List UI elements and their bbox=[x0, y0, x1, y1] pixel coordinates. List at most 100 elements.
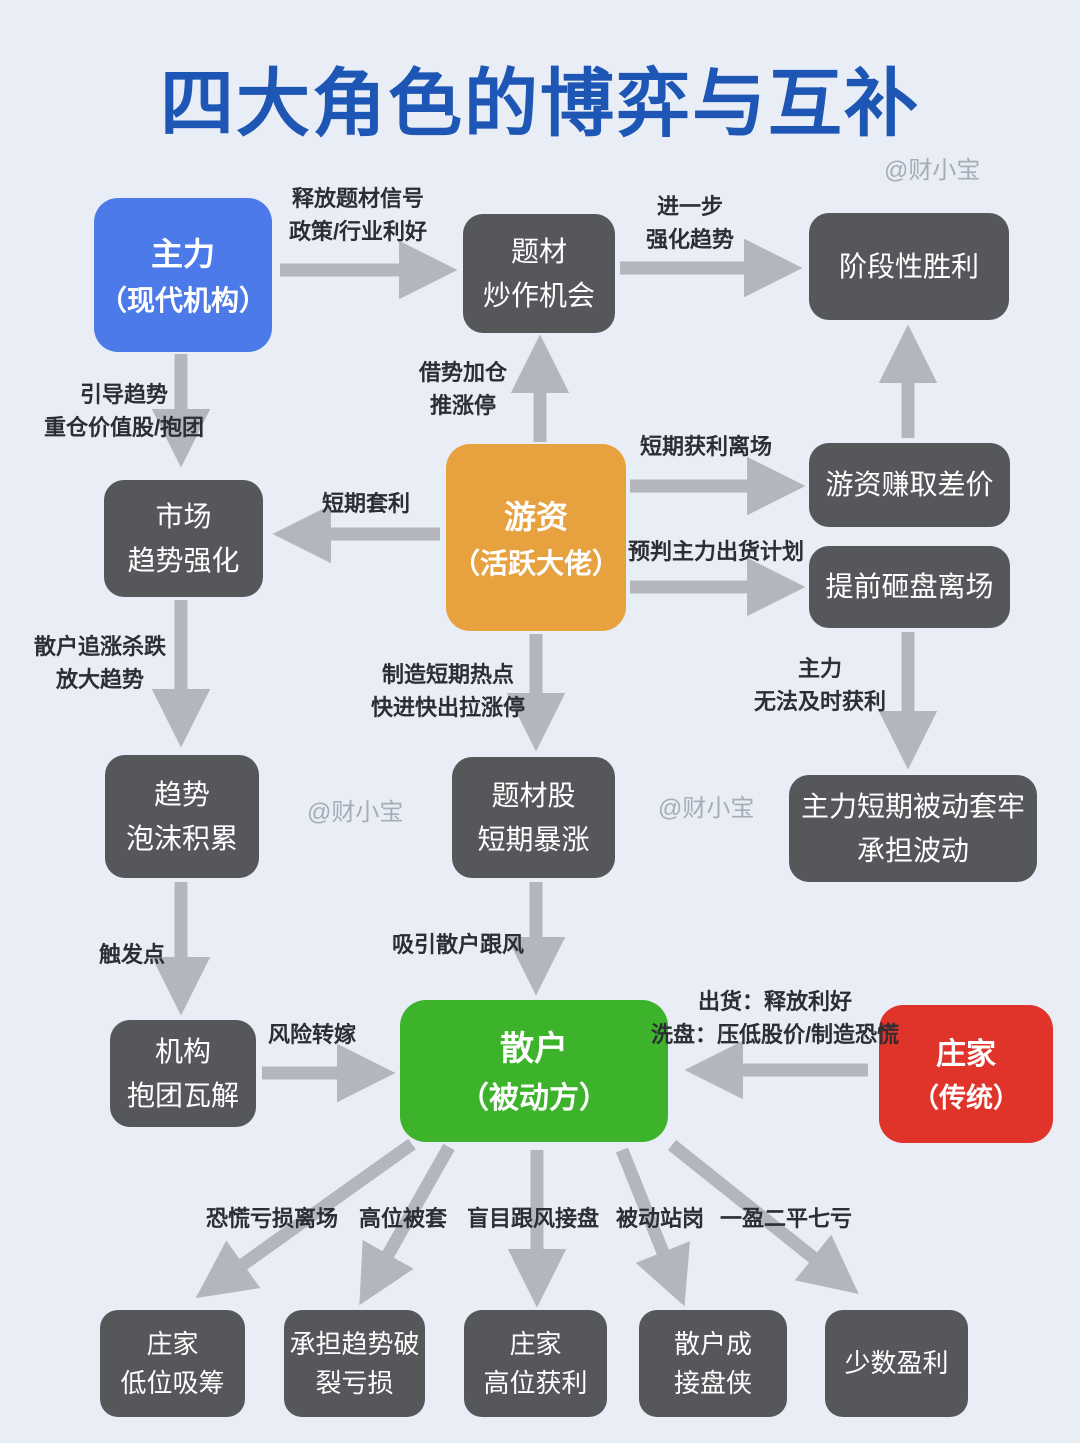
node-main-force-line2: （现代机构） bbox=[98, 285, 267, 317]
node-retail-bagholder-line2: 接盘侠 bbox=[673, 1367, 752, 1398]
node-banker: 庄家 （传统） bbox=[879, 1005, 1053, 1143]
edge-label-panic-exit: 恐慌亏损离场 bbox=[206, 1202, 338, 1235]
node-theme-opportunity-line2: 炒作机会 bbox=[482, 279, 595, 311]
edge-label-attract-retail: 吸引散户跟风 bbox=[392, 928, 524, 961]
node-bear-trend-loss: 承担趋势破 裂亏损 bbox=[284, 1310, 425, 1417]
edge-label-release-signal-line1: 释放题材信号 bbox=[291, 186, 424, 211]
node-market-trend-line1: 市场 bbox=[155, 501, 212, 533]
watermark-middle-left: @财小宝 bbox=[307, 799, 404, 826]
edge-label-trigger-point: 触发点 bbox=[99, 938, 165, 971]
edge-label-predict-main-exit-line1: 预判主力出货计划 bbox=[627, 539, 805, 564]
edge-label-risk-transfer: 风险转嫁 bbox=[268, 1018, 356, 1051]
edge-label-retail-chase-line2: 放大趋势 bbox=[55, 667, 145, 692]
arrow-retail-to-trend-loss bbox=[359, 1143, 455, 1306]
edge-label-leverage-add-line1: 借势加仓 bbox=[418, 360, 508, 385]
node-main-force: 主力 （现代机构） bbox=[94, 198, 272, 352]
edge-label-leverage-add-line2: 推涨停 bbox=[429, 393, 497, 418]
node-banker-low-absorb-line1: 庄家 bbox=[146, 1328, 199, 1359]
edge-label-guide-trend-line1: 引导趋势 bbox=[79, 382, 168, 407]
node-hot-money-line2: （活跃大佬） bbox=[451, 547, 620, 579]
edge-label-create-hotspot-line2: 快进快出拉涨停 bbox=[370, 695, 526, 720]
node-smash-exit-line1: 提前砸盘离场 bbox=[825, 571, 994, 603]
node-main-force-trapped-line2: 承担波动 bbox=[856, 834, 969, 866]
node-trend-bubble: 趋势 泡沫积累 bbox=[105, 755, 259, 878]
node-institution-collapse-line2: 抱团瓦解 bbox=[126, 1079, 239, 1111]
node-hot-money-profit-line1: 游资赚取差价 bbox=[825, 469, 994, 501]
edge-label-short-arbitrage-line1: 短期套利 bbox=[321, 491, 411, 516]
node-banker-high-profit-line1: 庄家 bbox=[509, 1328, 562, 1359]
edge-label-further-strengthen: 进一步 强化趋势 bbox=[646, 190, 734, 256]
edge-label-risk-transfer-line1: 风险转嫁 bbox=[267, 1022, 357, 1047]
node-banker-line1: 庄家 bbox=[936, 1037, 996, 1071]
node-bear-trend-loss-line1: 承担趋势破 bbox=[289, 1328, 420, 1359]
node-theme-stock-surge-line1: 题材股 bbox=[491, 780, 576, 812]
node-banker-line2: （传统） bbox=[912, 1083, 1020, 1114]
arrow-retail-to-bagholder bbox=[615, 1147, 690, 1307]
arrow-retail-to-low-absorb bbox=[195, 1138, 416, 1299]
node-main-force-trapped: 主力短期被动套牢 承担波动 bbox=[789, 775, 1037, 882]
edge-label-short-profit-exit-line1: 短期获利离场 bbox=[639, 434, 773, 459]
node-market-trend-line2: 趋势强化 bbox=[127, 544, 240, 576]
edge-label-further-strengthen-line1: 进一步 bbox=[656, 194, 724, 219]
edge-label-leverage-add: 借势加仓 推涨停 bbox=[419, 356, 507, 422]
edge-label-one-win-line1: 一盈二平七亏 bbox=[719, 1206, 853, 1231]
edge-label-retail-chase: 散户追涨杀跌 放大趋势 bbox=[34, 630, 166, 696]
node-theme-stock-surge: 题材股 短期暴涨 bbox=[452, 757, 615, 878]
edge-label-attract-retail-line1: 吸引散户跟风 bbox=[391, 932, 525, 957]
edge-label-further-strengthen-line2: 强化趋势 bbox=[645, 227, 735, 252]
edge-label-create-hotspot-line1: 制造短期热点 bbox=[381, 662, 515, 687]
node-retail: 散户 （被动方） bbox=[400, 1000, 668, 1142]
watermark-top: @财小宝 bbox=[884, 157, 981, 184]
edge-label-trapped-high-line1: 高位被套 bbox=[358, 1206, 448, 1231]
page-title: 四大角色的博弈与互补 bbox=[160, 62, 920, 145]
edge-label-guide-trend: 引导趋势 重仓价值股/抱团 bbox=[44, 378, 204, 444]
node-stage-victory: 阶段性胜利 bbox=[809, 213, 1009, 320]
node-theme-opportunity-line1: 题材 bbox=[510, 236, 567, 268]
node-hot-money-line1: 游资 bbox=[503, 498, 568, 535]
edge-label-banker-tactics-line1: 出货：释放利好 bbox=[697, 989, 852, 1014]
edge-label-short-arbitrage: 短期套利 bbox=[322, 487, 410, 520]
node-banker-high-profit-line2: 高位获利 bbox=[483, 1367, 588, 1398]
edge-label-guide-trend-line2: 重仓价值股/抱团 bbox=[43, 415, 205, 440]
node-retail-line2: （被动方） bbox=[459, 1082, 609, 1116]
node-retail-bagholder-line1: 散户成 bbox=[673, 1328, 752, 1359]
node-banker-low-absorb-line2: 低位吸筹 bbox=[120, 1367, 225, 1398]
edge-label-main-cannot-profit-line2: 无法及时获利 bbox=[753, 689, 887, 714]
node-retail-line1: 散户 bbox=[500, 1030, 568, 1069]
edge-label-trigger-point-line1: 触发点 bbox=[98, 942, 166, 967]
edge-label-panic-exit-line1: 恐慌亏损离场 bbox=[205, 1206, 339, 1231]
node-trend-bubble-line2: 泡沫积累 bbox=[125, 822, 238, 854]
edge-label-passive-guard: 被动站岗 bbox=[616, 1202, 704, 1235]
edge-label-banker-tactics: 出货：释放利好 洗盘：压低股价/制造恐慌 bbox=[651, 985, 899, 1051]
node-main-force-line1: 主力 bbox=[150, 236, 215, 273]
node-few-profit-line1: 少数盈利 bbox=[844, 1348, 949, 1378]
node-theme-stock-surge-line2: 短期暴涨 bbox=[477, 823, 590, 855]
node-hot-money-profit: 游资赚取差价 bbox=[809, 443, 1010, 527]
edge-label-blind-follow: 盲目跟风接盘 bbox=[467, 1202, 599, 1235]
watermark-middle-right: @财小宝 bbox=[658, 795, 755, 822]
arrow-retail-to-few-profit bbox=[667, 1139, 859, 1294]
node-main-force-trapped-line1: 主力短期被动套牢 bbox=[800, 791, 1025, 823]
edge-label-trapped-high: 高位被套 bbox=[359, 1202, 447, 1235]
node-bear-trend-loss-line2: 裂亏损 bbox=[315, 1367, 394, 1398]
edge-label-main-cannot-profit: 主力 无法及时获利 bbox=[754, 652, 886, 718]
edge-label-short-profit-exit: 短期获利离场 bbox=[640, 430, 772, 463]
node-few-profit: 少数盈利 bbox=[825, 1310, 968, 1417]
edge-label-release-signal: 释放题材信号 政策/行业利好 bbox=[289, 182, 427, 248]
edge-label-main-cannot-profit-line1: 主力 bbox=[797, 656, 843, 681]
node-banker-low-absorb: 庄家 低位吸筹 bbox=[100, 1310, 245, 1417]
edge-label-retail-chase-line1: 散户追涨杀跌 bbox=[33, 634, 167, 659]
edge-label-release-signal-line2: 政策/行业利好 bbox=[288, 219, 428, 244]
node-retail-bagholder: 散户成 接盘侠 bbox=[639, 1310, 787, 1417]
node-theme-opportunity: 题材 炒作机会 bbox=[463, 214, 615, 333]
node-smash-exit: 提前砸盘离场 bbox=[809, 546, 1010, 628]
edge-label-blind-follow-line1: 盲目跟风接盘 bbox=[466, 1206, 600, 1231]
edge-label-create-hotspot: 制造短期热点 快进快出拉涨停 bbox=[371, 658, 525, 724]
node-banker-high-profit: 庄家 高位获利 bbox=[464, 1310, 607, 1417]
edge-label-banker-tactics-line2: 洗盘：压低股价/制造恐慌 bbox=[650, 1022, 900, 1047]
node-hot-money: 游资 （活跃大佬） bbox=[446, 444, 626, 631]
edge-label-predict-main-exit: 预判主力出货计划 bbox=[628, 535, 804, 568]
node-market-trend: 市场 趋势强化 bbox=[104, 480, 263, 597]
edge-label-one-win: 一盈二平七亏 bbox=[720, 1202, 852, 1235]
